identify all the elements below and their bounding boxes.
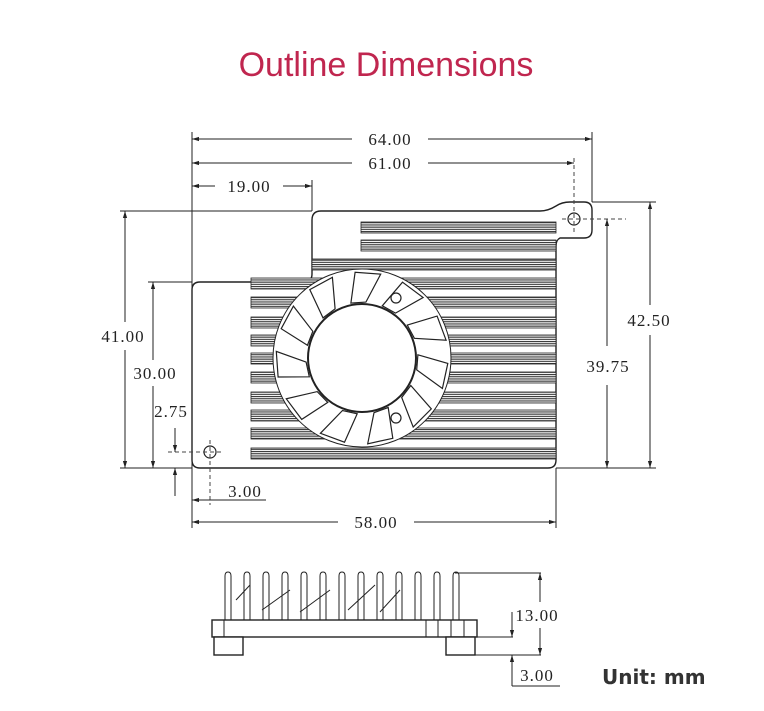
top-view-dimensions: 64.00 61.00 19.00 41.00 30.00 2.75 3.00 … [101,130,670,532]
dim-left-height: 41.00 [101,327,144,346]
side-fin [319,571,327,620]
dim-hole-offset-y: 2.75 [154,402,188,421]
right-foot [445,636,476,656]
dim-foot-height: 3.00 [520,666,554,685]
fan-blade [280,305,314,347]
side-fin [224,571,232,620]
fan-blade [416,354,449,390]
dim-hole-offset-x: 3.00 [228,482,262,501]
dim-side-height: 13.00 [515,606,558,625]
side-fin [414,571,422,620]
fin [360,221,557,234]
fan-screw-hole-icon [390,292,402,304]
dim-notch-width: 19.00 [227,177,270,196]
dim-overall-width: 64.00 [368,130,411,149]
fan-blade [406,315,447,341]
page-title: Outline Dimensions [239,46,534,84]
side-fin [395,571,403,620]
dim-right-height: 42.50 [627,311,670,330]
base-plate [211,619,478,638]
dim-hole-spacing-y: 39.75 [586,357,629,376]
dim-body-width: 58.00 [354,513,397,532]
fan-blade [275,350,311,378]
side-fins [224,571,460,620]
fan-hub [307,303,417,413]
fin [250,447,557,460]
fan-blade [319,409,359,443]
side-fin [338,571,346,620]
dim-hole-spacing-x: 61.00 [368,154,411,173]
fan-blade [309,276,336,319]
side-fin [243,571,251,620]
fan-blade [401,384,433,429]
side-fin [262,571,270,620]
side-fin [376,571,384,620]
fan-blade [285,390,329,421]
fin [311,258,557,271]
side-fin [452,571,460,620]
side-fin [433,571,441,620]
fan-blade [366,406,394,445]
side-fin [357,571,365,620]
fan-blades [275,271,449,445]
unit-label: Unit: mm [602,665,706,689]
fin [360,239,557,252]
side-fin [281,571,289,620]
dim-lower-height: 30.00 [133,364,176,383]
top-view [191,201,593,469]
fan-blade [381,281,425,314]
side-fin [300,571,308,620]
left-foot [213,636,244,656]
side-view: 13.00 3.00 [211,571,560,687]
fan-screw-hole-icon [390,412,402,424]
fan-blade-profile [235,584,401,613]
fan-blade [350,271,382,304]
